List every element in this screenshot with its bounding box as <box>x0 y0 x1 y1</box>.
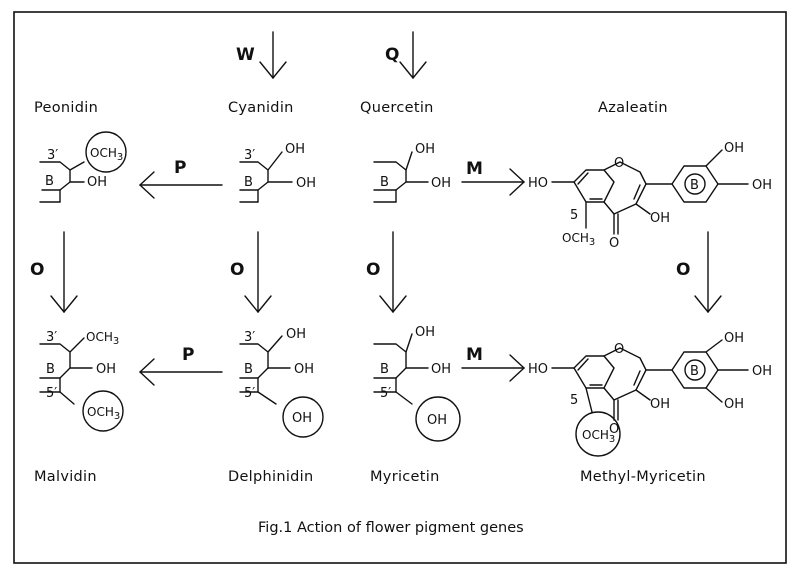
svg-text:5′: 5′ <box>380 386 391 401</box>
svg-text:B: B <box>46 362 55 377</box>
svg-text:OH: OH <box>650 211 670 226</box>
quercetin-structure: B OH OH <box>373 142 451 203</box>
compound-quercetin: Quercetin <box>360 100 434 116</box>
gene-label-o-1: O <box>30 260 44 280</box>
hydroxyl-circle <box>282 396 324 438</box>
svg-text:OH: OH <box>292 411 312 426</box>
gene-label-o-3: O <box>366 260 380 280</box>
svg-text:3′: 3′ <box>244 148 255 163</box>
svg-text:OH: OH <box>96 362 116 377</box>
svg-text:B: B <box>244 362 253 377</box>
gene-label-o-4: O <box>676 260 690 280</box>
methoxy-circle <box>82 390 124 432</box>
arrow-m-top <box>461 168 526 196</box>
gene-label-m-top: M <box>466 159 483 179</box>
svg-text:OCH3: OCH3 <box>582 428 615 445</box>
svg-text:HO: HO <box>528 362 548 377</box>
arrow-p-top <box>138 171 223 199</box>
svg-text:B: B <box>690 364 699 379</box>
svg-text:OH: OH <box>724 397 744 412</box>
svg-text:5: 5 <box>570 393 578 408</box>
malvidin-structure: 3′ B 5′ OCH3 OH OCH3 <box>39 330 124 432</box>
svg-text:B: B <box>690 178 699 193</box>
methoxy-circle <box>575 411 621 457</box>
svg-text:OH: OH <box>427 413 447 428</box>
myricetin-structure: B 5′ OH OH OH <box>373 325 461 442</box>
svg-text:OH: OH <box>87 175 107 190</box>
svg-text:OH: OH <box>286 327 306 342</box>
svg-text:3′: 3′ <box>47 148 58 163</box>
hydroxyl-circle <box>415 396 461 442</box>
svg-text:B: B <box>380 362 389 377</box>
methoxy-circle <box>85 131 127 173</box>
arrow-p-bottom <box>138 358 223 386</box>
svg-text:OCH3: OCH3 <box>86 330 119 347</box>
gene-label-m-bottom: M <box>466 345 483 365</box>
svg-text:3′: 3′ <box>46 330 57 345</box>
svg-text:OH: OH <box>724 141 744 156</box>
svg-text:OH: OH <box>724 331 744 346</box>
svg-text:OCH3: OCH3 <box>90 146 123 163</box>
svg-text:OH: OH <box>294 362 314 377</box>
arrow-o-4 <box>694 231 722 314</box>
gene-label-p-bottom: P <box>182 345 194 365</box>
svg-text:OH: OH <box>431 362 451 377</box>
azaleatin-structure: HO O O OH 5 OCH3 B OH OH <box>528 141 772 251</box>
svg-text:OH: OH <box>296 176 316 191</box>
compound-azaleatin: Azaleatin <box>598 100 668 116</box>
gene-label-q: Q <box>385 45 399 65</box>
svg-text:OCH3: OCH3 <box>562 231 595 248</box>
arrow-o-2 <box>244 231 272 314</box>
svg-text:OCH3: OCH3 <box>87 405 120 422</box>
delphinidin-structure: 3′ B 5′ OH OH OH <box>239 327 324 438</box>
svg-text:HO: HO <box>528 176 548 191</box>
svg-text:OH: OH <box>650 397 670 412</box>
svg-text:OH: OH <box>431 176 451 191</box>
svg-text:B: B <box>244 175 253 190</box>
svg-text:5: 5 <box>570 208 578 223</box>
arrow-q-down <box>399 31 427 80</box>
compound-malvidin: Malvidin <box>34 469 97 485</box>
svg-text:5′: 5′ <box>46 386 57 401</box>
svg-text:3′: 3′ <box>244 330 255 345</box>
gene-label-o-2: O <box>230 260 244 280</box>
svg-text:OH: OH <box>285 142 305 157</box>
svg-text:OH: OH <box>752 364 772 379</box>
gene-label-w: W <box>236 45 255 65</box>
svg-text:5′: 5′ <box>244 386 255 401</box>
svg-text:O: O <box>609 236 619 251</box>
arrow-o-3 <box>379 231 407 314</box>
arrow-w-down <box>259 31 287 80</box>
methyl-myricetin-structure: HO O O OH 5 OCH3 B OH OH OH <box>528 331 772 457</box>
svg-text:O: O <box>614 156 624 171</box>
compound-delphinidin: Delphinidin <box>228 469 313 485</box>
arrow-m-bottom <box>461 354 526 382</box>
figure-caption: Fig.1 Action of flower pigment genes <box>258 520 524 536</box>
peonidin-structure: 3′ B OH OCH3 <box>39 131 127 203</box>
compound-myricetin: Myricetin <box>370 469 440 485</box>
svg-text:OH: OH <box>415 142 435 157</box>
figure-border <box>13 11 787 564</box>
cyanidin-structure: 3′ B OH OH <box>239 142 316 203</box>
compound-peonidin: Peonidin <box>34 100 98 116</box>
svg-text:O: O <box>609 422 619 437</box>
gene-label-p-top: P <box>174 158 186 178</box>
compound-methyl-myricetin: Methyl-Myricetin <box>580 469 706 485</box>
svg-text:O: O <box>614 342 624 357</box>
compound-cyanidin: Cyanidin <box>228 100 294 116</box>
svg-text:B: B <box>45 174 54 189</box>
arrow-o-1 <box>50 231 78 314</box>
svg-text:B: B <box>380 175 389 190</box>
svg-text:OH: OH <box>415 325 435 340</box>
svg-text:OH: OH <box>752 178 772 193</box>
